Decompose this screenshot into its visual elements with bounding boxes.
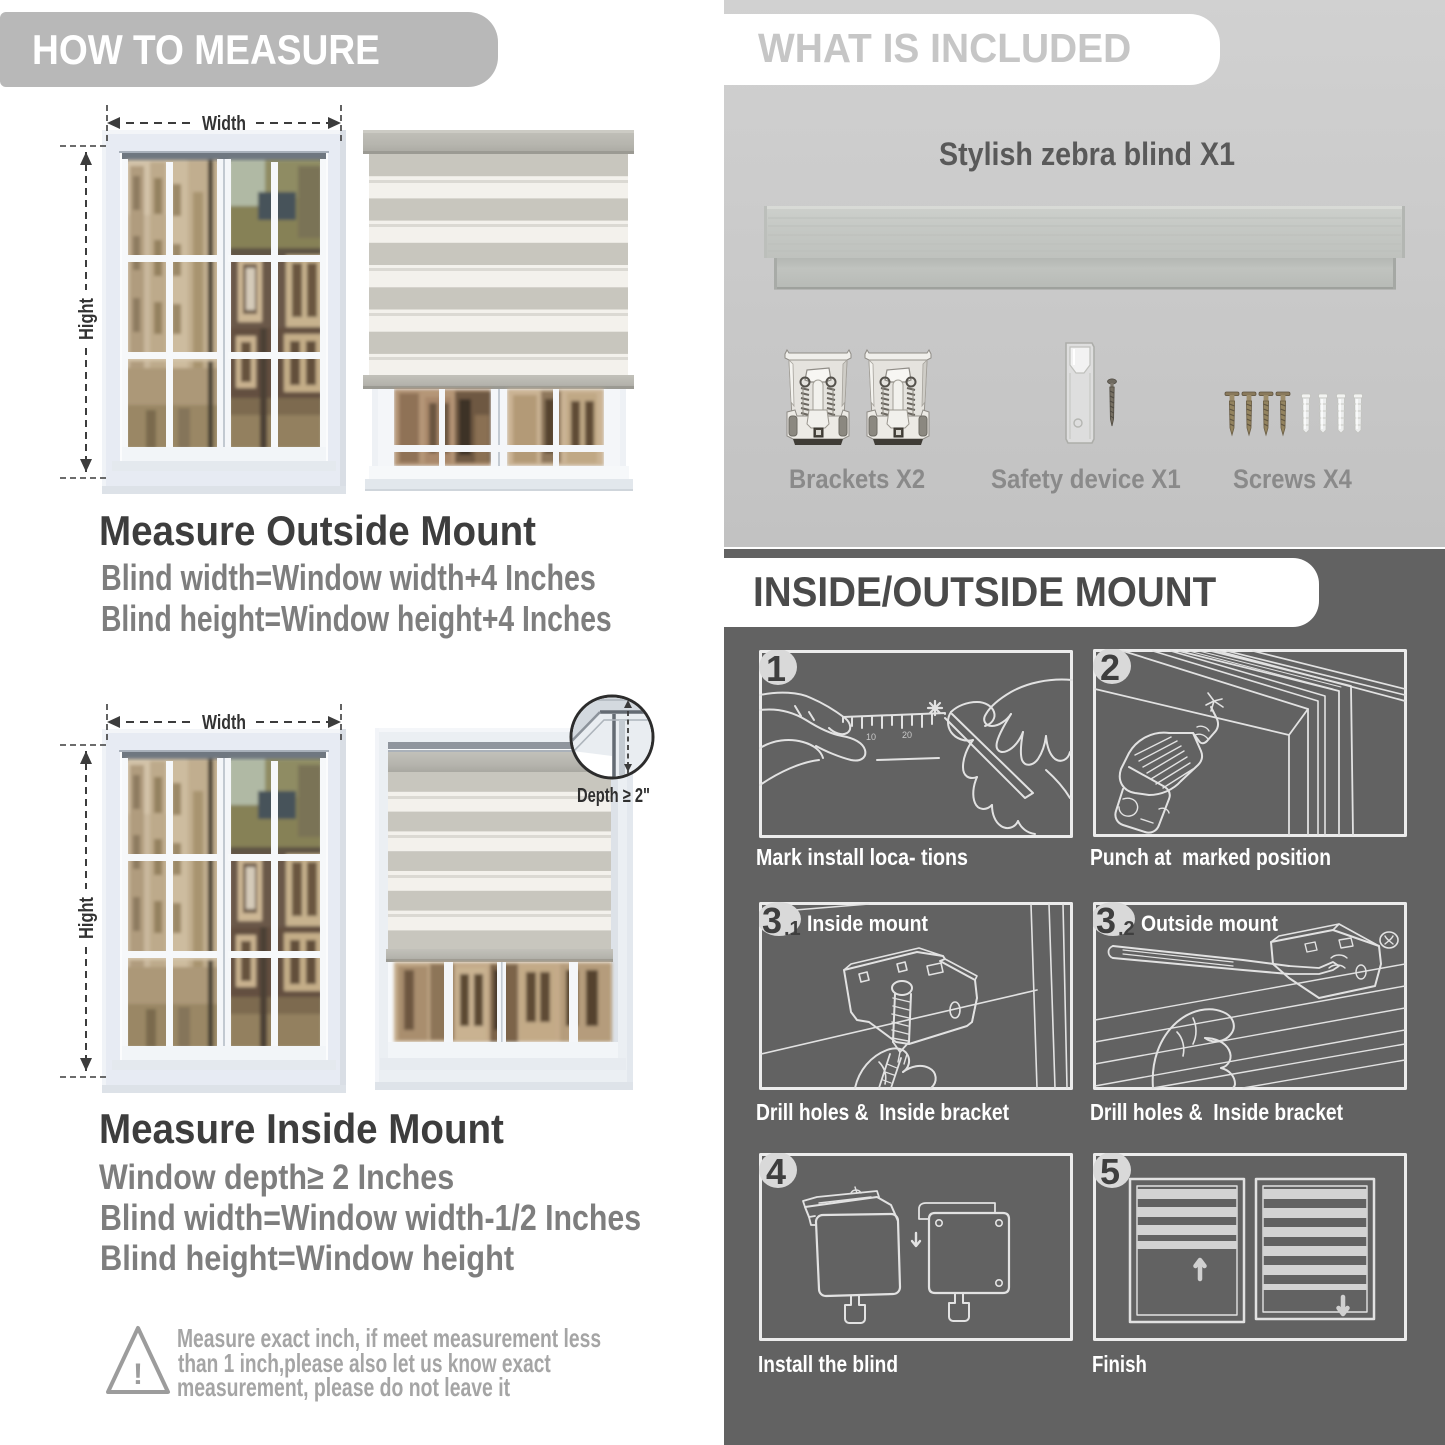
svg-text:Depth ≥ 2": Depth ≥ 2" xyxy=(577,785,650,807)
svg-text:3: 3 xyxy=(762,902,782,941)
svg-text:.1: .1 xyxy=(784,918,801,940)
svg-text:Outside mount: Outside mount xyxy=(1141,911,1279,936)
svg-text:.2: .2 xyxy=(1118,918,1135,940)
svg-text:10: 10 xyxy=(866,732,876,742)
svg-text:5: 5 xyxy=(1100,1153,1120,1192)
svg-text:2: 2 xyxy=(1100,649,1120,688)
svg-text:Inside mount: Inside mount xyxy=(807,911,929,936)
svg-text:1: 1 xyxy=(766,650,786,689)
svg-text:20: 20 xyxy=(902,730,912,740)
svg-text:4: 4 xyxy=(766,1153,786,1192)
svg-text:!: ! xyxy=(133,1358,143,1391)
svg-text:3: 3 xyxy=(1096,902,1116,941)
